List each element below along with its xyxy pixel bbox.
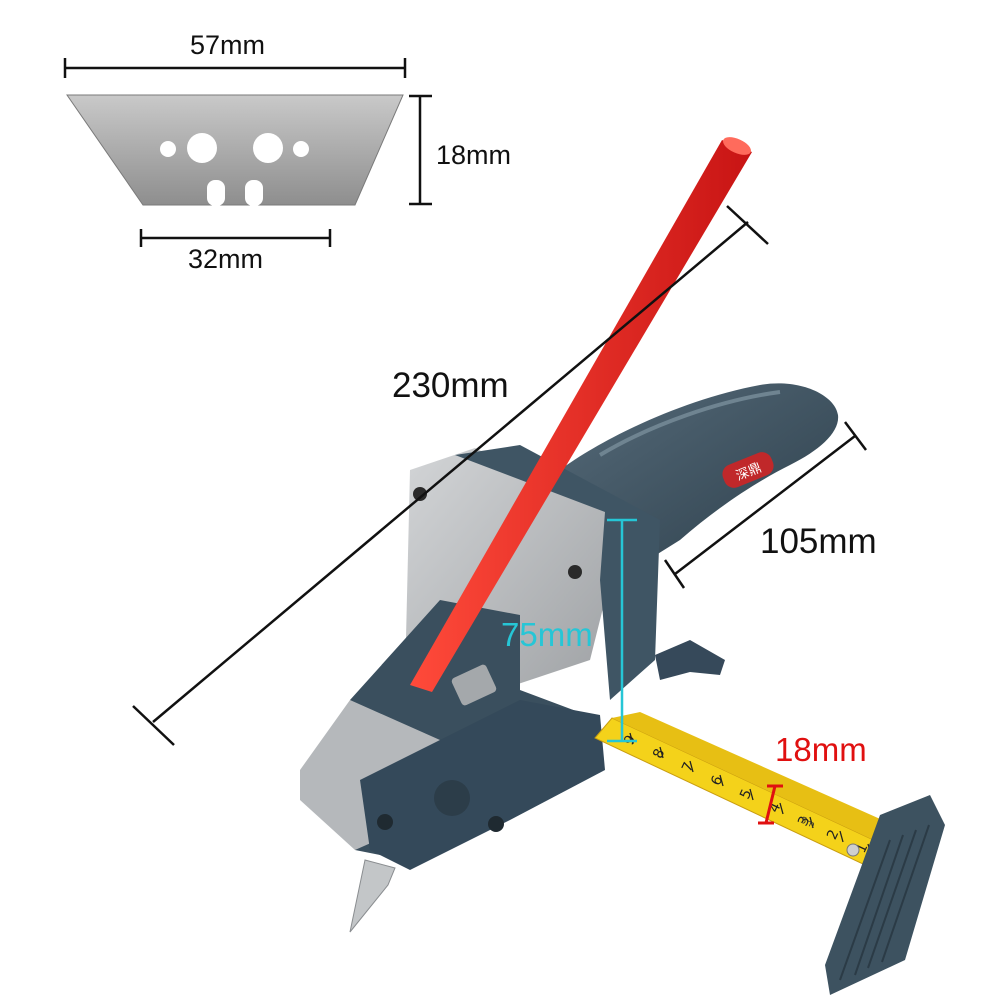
red-pencil bbox=[410, 137, 752, 692]
utility-blade bbox=[66, 94, 404, 206]
tape-measure: 987654321 5m bbox=[594, 712, 945, 995]
blade-top-width-label: 57mm bbox=[190, 30, 266, 60]
adjustment-knob[interactable] bbox=[434, 780, 470, 816]
tape-rivet bbox=[846, 843, 860, 857]
tape-width-label: 18mm bbox=[775, 731, 867, 768]
tool-front-face bbox=[360, 700, 605, 870]
tool-length-dimension-line bbox=[132, 205, 769, 746]
handle-length-dimension-line bbox=[663, 421, 867, 589]
tape-underside bbox=[612, 712, 905, 850]
tool-plate-frame bbox=[455, 445, 660, 700]
blade-top-dimension-line bbox=[63, 58, 407, 78]
drywall-cutting-tool: 深鼎 bbox=[300, 383, 839, 933]
handle-grip-ridge bbox=[598, 390, 781, 457]
tape-lock-lever bbox=[655, 640, 725, 680]
screw-front-2 bbox=[488, 816, 504, 832]
screw-top-left bbox=[413, 487, 427, 501]
blade-diagram bbox=[63, 58, 432, 247]
tape-hook-ribs bbox=[839, 824, 930, 981]
blade-holes bbox=[160, 133, 309, 206]
screw-front-1 bbox=[377, 814, 393, 830]
screw-right bbox=[568, 565, 582, 579]
handle-brand-badge bbox=[722, 452, 774, 488]
body-height-label: 75mm bbox=[501, 616, 593, 653]
blade-height-dimension-line bbox=[409, 94, 432, 206]
cutting-blade bbox=[349, 859, 396, 933]
tape-slider-knob[interactable] bbox=[450, 663, 497, 706]
tape-hook-stop bbox=[825, 795, 945, 995]
blade-bottom-dimension-line bbox=[139, 229, 332, 247]
handle-length-label: 105mm bbox=[760, 522, 877, 561]
blade-bottom-width-label: 32mm bbox=[188, 244, 264, 274]
body-height-dimension-line bbox=[607, 518, 637, 743]
blade-height-label: 18mm bbox=[436, 140, 512, 170]
tape-width-dimension-line bbox=[758, 784, 783, 825]
tool-length-label: 230mm bbox=[392, 366, 509, 405]
